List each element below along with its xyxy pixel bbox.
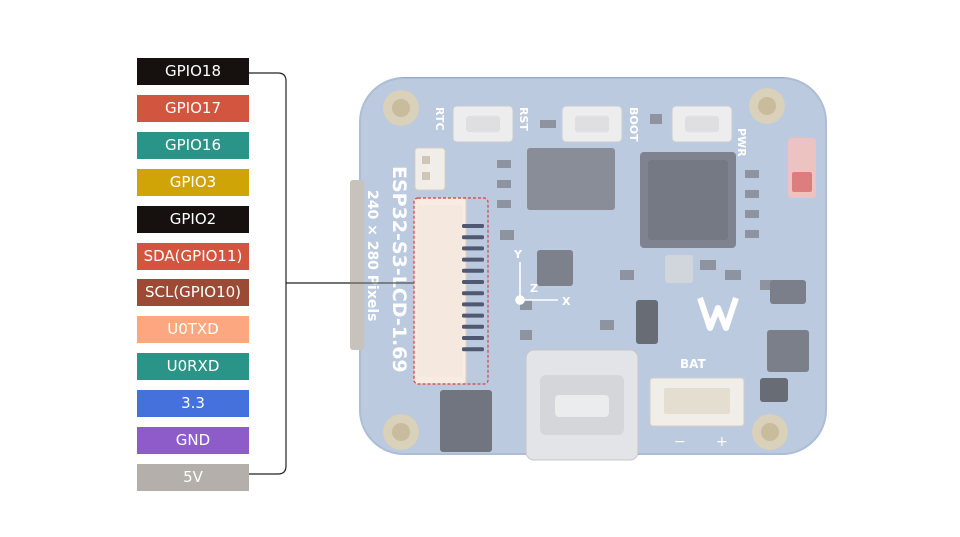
board-name: ESP32-S3-LCD-1.69 <box>388 166 410 373</box>
fpc-pins <box>462 224 484 352</box>
fpc-pin <box>462 291 484 296</box>
button-boot <box>671 105 733 143</box>
axis-z-label: Z <box>530 282 538 295</box>
sensor-chip <box>665 255 693 283</box>
esp32-chip <box>640 152 736 248</box>
button-rst <box>561 105 623 143</box>
pin-label-9: 3.3 <box>137 390 249 418</box>
fpc-highlight-box <box>413 197 489 385</box>
mount-hole-top-right <box>749 88 785 124</box>
board-resolution: 240 × 280 Pixels <box>364 190 380 322</box>
label-bat: BAT <box>680 357 707 371</box>
pin-label-7: U0TXD <box>137 316 249 344</box>
pin-label-11: 5V <box>137 463 249 491</box>
led-indicator <box>788 138 816 198</box>
pin-label-1: GPIO17 <box>137 94 249 122</box>
diode <box>636 300 658 344</box>
fpc-pin <box>462 235 484 240</box>
mount-hole-top-left <box>383 90 419 126</box>
fpc-pin <box>462 302 484 307</box>
fpc-pin <box>462 268 484 273</box>
label-rtc: RTC <box>433 107 446 131</box>
imu-axis-marker <box>515 262 558 305</box>
rtc-battery-connector <box>414 147 446 191</box>
fpc-pin <box>462 246 484 251</box>
pin-label-4: GPIO2 <box>137 205 249 233</box>
side-tab <box>350 180 364 350</box>
label-rst: RST <box>517 107 530 131</box>
regulator-chip <box>770 280 806 304</box>
pin-label-0: GPIO18 <box>137 58 249 85</box>
pin-label-8: U0RXD <box>137 353 249 381</box>
waveshare-logo <box>697 297 739 331</box>
pin-label-3: GPIO3 <box>137 168 249 196</box>
buzzer <box>440 390 492 452</box>
label-bat-minus: − <box>674 434 686 450</box>
pin-label-10: GND <box>137 427 249 454</box>
fpc-pin <box>462 224 484 228</box>
mount-hole-bottom-left <box>383 414 419 450</box>
button-rtc <box>452 105 514 143</box>
pin-label-2: GPIO16 <box>137 131 249 159</box>
axis-y-label: Y <box>513 248 523 261</box>
mount-hole-bottom-right <box>752 414 788 450</box>
flash-chip <box>527 148 615 210</box>
battery-connector <box>649 377 745 427</box>
fpc-pin <box>462 347 484 352</box>
pin-label-5: SDA(GPIO11) <box>137 242 249 270</box>
fpc-pin <box>462 313 484 318</box>
label-boot: BOOT <box>627 107 640 142</box>
inductor <box>760 378 788 402</box>
pin-label-6: SCL(GPIO10) <box>137 279 249 307</box>
imu-chip <box>537 250 573 286</box>
axis-x-label: X <box>562 295 571 308</box>
passive-components <box>497 114 774 340</box>
fpc-pin <box>462 257 484 262</box>
power-chip <box>767 330 809 372</box>
label-pwr: PWR <box>735 128 748 157</box>
board-fade-overlay <box>350 78 830 462</box>
label-bat-plus: + <box>716 434 728 450</box>
fpc-connector <box>413 197 467 385</box>
fpc-pin <box>462 324 484 329</box>
pin-bracket <box>249 72 287 475</box>
fpc-pin <box>462 336 484 340</box>
usb-c-port <box>525 349 639 461</box>
fpc-pin <box>462 280 484 284</box>
